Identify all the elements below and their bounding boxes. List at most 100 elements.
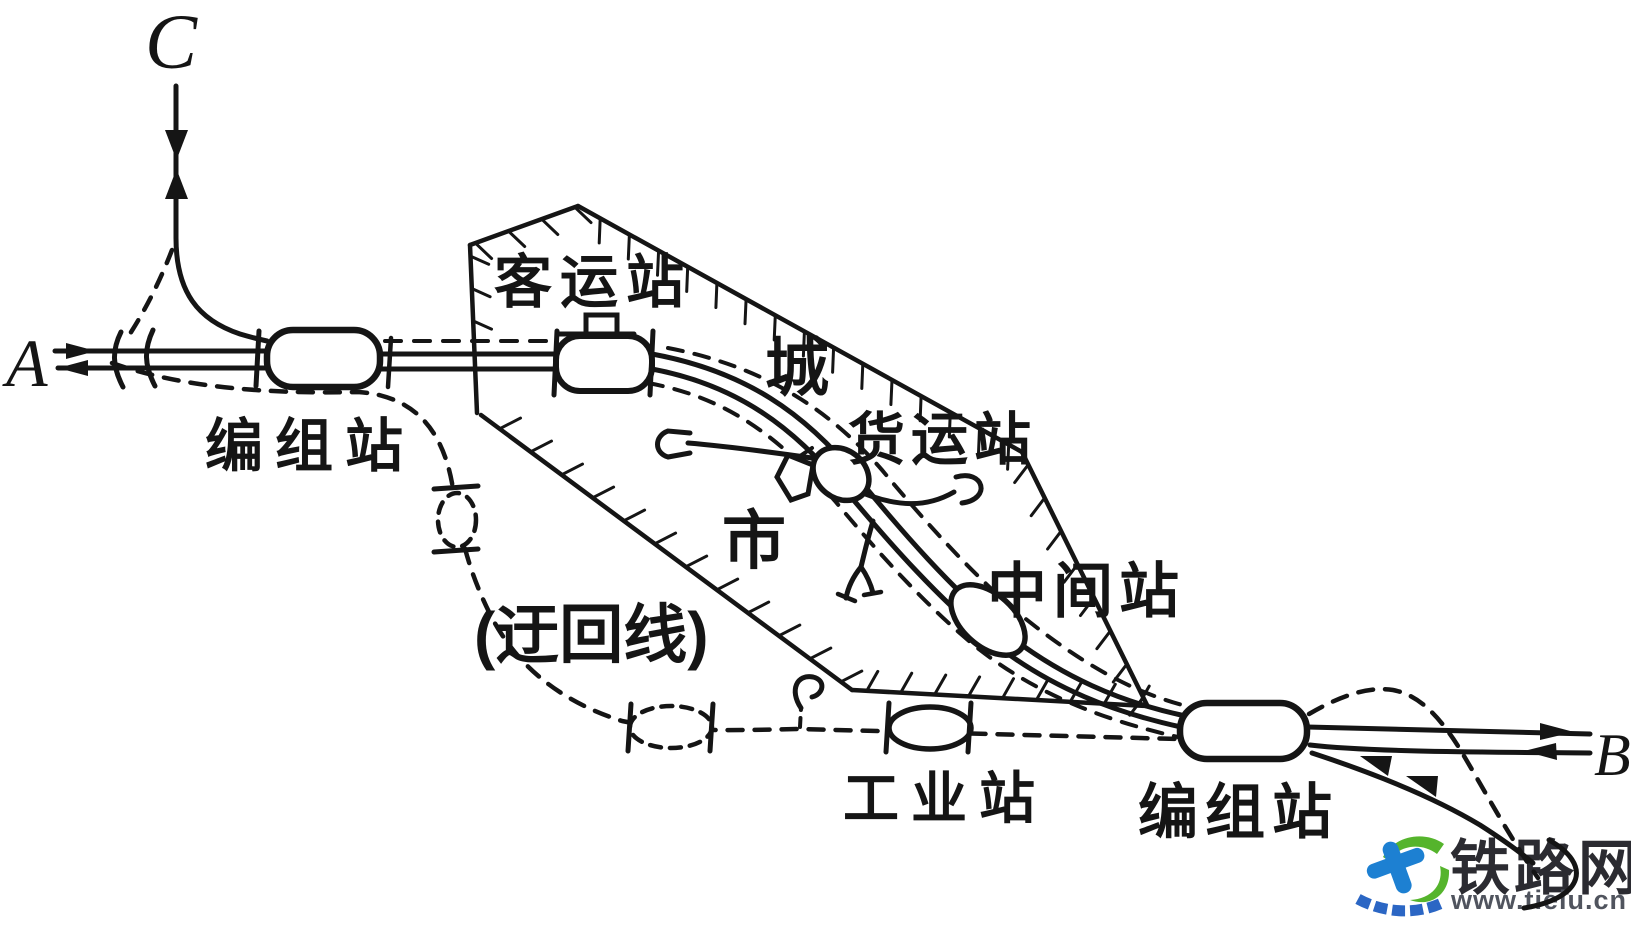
logo-green-swoosh (1383, 836, 1444, 861)
city-edge-diagonal (478, 412, 855, 693)
hatch-tick (1046, 529, 1063, 551)
city-edge-right (1019, 449, 1150, 708)
hatch-tick (573, 205, 593, 225)
hump-dashed-line (1306, 686, 1541, 881)
label-bypass-line: (迂回线) (474, 599, 709, 671)
hatch-tick (622, 508, 647, 523)
approach-a (52, 327, 270, 390)
watermark-site-url: www.tielu.cn (1450, 885, 1627, 915)
hatch-tick (1006, 443, 1011, 471)
hatch-tick (933, 673, 948, 696)
fork-spur-stem (858, 518, 876, 570)
hatch-tick (656, 249, 661, 277)
hatch-tick (529, 439, 553, 454)
hatch-tick (1062, 562, 1079, 584)
a-crossmark-1 (112, 329, 126, 390)
bypass-spur-stub (798, 706, 803, 729)
hatch-tick (808, 646, 833, 661)
freight-shed-link (798, 446, 814, 458)
freight-shed-symbol (774, 451, 816, 504)
b-arrow-left (1524, 743, 1557, 760)
hatch-tick (626, 233, 631, 261)
bypass-halt-vertical (435, 490, 479, 550)
fork-spur-right-tick (861, 589, 884, 598)
diagram-labels: C A B 编组站 客运站 城 货运站 市 中间站 (迂回线) 工业站 编组站 (2, 0, 1631, 846)
west-throat-tick (253, 328, 262, 389)
passenger-station-symbol (553, 333, 655, 394)
passenger-tick-west (551, 328, 560, 398)
branch-arrow-1 (1360, 756, 1392, 776)
hatch-tick (470, 287, 492, 299)
hatch-tick (597, 216, 602, 245)
marshalling-west-symbol (263, 326, 384, 391)
industrial-station-group (883, 700, 974, 755)
hatch-tick (715, 577, 740, 592)
hatch-tick (777, 623, 802, 638)
hatch-tick (684, 554, 709, 569)
industrial-tick-west (883, 700, 892, 755)
bypass-halt-tick-top (431, 483, 481, 492)
station-building-icon (583, 312, 620, 337)
approach-b (1304, 686, 1593, 911)
branch-curve-southeast (1309, 750, 1536, 866)
a-crossmark-2 (144, 327, 158, 389)
logo-blue-bar-v (1382, 841, 1412, 894)
hatch-tick (746, 600, 771, 615)
a-arrow-left (58, 360, 88, 376)
bypass-siding-group (625, 701, 716, 754)
industrial-station-symbol (886, 704, 974, 752)
hatch-tick (967, 675, 982, 698)
loop-hook-curve (1521, 837, 1579, 911)
watermark: 铁路网 www.tielu.cn (1355, 835, 1631, 917)
hatch-tick (865, 669, 880, 693)
hatch-tick (714, 281, 719, 309)
fork-spur-left (843, 564, 864, 601)
passenger-station-group (551, 312, 656, 398)
hatch-tick (947, 410, 952, 439)
hatch-tick (507, 229, 527, 248)
siding-bracket-east (953, 473, 984, 506)
bypass-siding-symbol (627, 703, 715, 751)
hatch-tick (540, 217, 560, 236)
hatch-tick (1095, 629, 1112, 651)
label-junction-c: C (145, 0, 198, 85)
hatch-tick (473, 241, 494, 260)
hatch-tick (1034, 679, 1049, 702)
hatch-tick (591, 485, 616, 500)
hatch-tick (918, 394, 923, 423)
hatch-tick (1013, 463, 1030, 484)
hatch-tick (685, 265, 690, 293)
a-arrow-right (66, 343, 96, 359)
marshalling-east-symbol (1176, 699, 1311, 763)
watermark-site-name: 铁路网 (1450, 835, 1631, 902)
label-marshalling-west: 编组站 (205, 414, 415, 479)
city-edge-left (467, 242, 480, 416)
label-passenger-station: 客运站 (494, 250, 692, 315)
hatch-tick (498, 416, 522, 431)
hatch-tick (560, 462, 584, 477)
bypass-siding-tick-east (707, 701, 716, 754)
intermediate-station-symbol (948, 582, 1028, 658)
bypass-spur-hook (792, 674, 825, 711)
hatch-tick (839, 669, 864, 684)
main-corridor (646, 346, 1188, 739)
c-dashed-branch (123, 247, 175, 343)
siding-line-west (685, 440, 815, 461)
freight-station-symbol (810, 444, 872, 504)
c-arrow-down (165, 130, 188, 160)
logo-green-crescent (1410, 866, 1450, 903)
label-industrial-station: 工业站 (843, 767, 1047, 830)
branch-arrow-2 (1406, 776, 1438, 797)
industrial-tick-east (965, 700, 974, 755)
corridor-track-2 (649, 366, 1184, 730)
b-arrow-right (1540, 723, 1574, 740)
hatch-tick (831, 346, 836, 374)
city-edge-topleft (467, 203, 581, 248)
label-intermediate-station: 中间站 (987, 558, 1185, 625)
siding-bracket-west (655, 428, 693, 460)
bypass-halt-group (431, 483, 481, 555)
label-junction-b: B (1594, 722, 1631, 788)
hatch-tick (1029, 496, 1047, 518)
